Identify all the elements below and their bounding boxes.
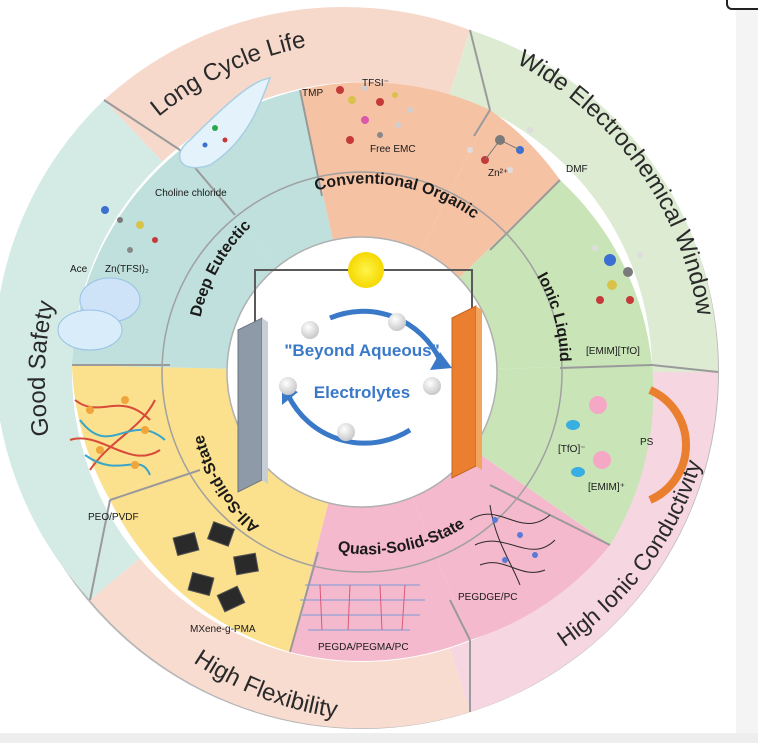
- light-bulb-icon: [348, 252, 384, 288]
- zn-ion: [423, 377, 441, 395]
- anode-plate-side: [262, 318, 268, 484]
- cathode-plate-side: [476, 306, 482, 470]
- label-zn2: Zn²⁺: [488, 168, 508, 179]
- label-ps: PS: [640, 437, 654, 448]
- pvdf-network: [79, 419, 166, 476]
- cell-diagram: "Beyond Aqueous" Electrolytes: [237, 252, 482, 493]
- center-title-line2: Electrolytes: [314, 383, 410, 402]
- pegda-crosslinks: [319, 584, 406, 631]
- molecule-ace-zn: [101, 206, 158, 253]
- category-ring-border: [161, 171, 563, 573]
- molecule-cluster-tmp: [336, 85, 413, 144]
- tfo-anion-icon: [571, 467, 585, 477]
- label-peo-pvdf: PEO/PVDF: [88, 512, 139, 523]
- divider-lines: [72, 29, 719, 712]
- label-tfsi: TFSI⁻: [362, 78, 389, 89]
- corner-tab: [726, 0, 758, 10]
- label-pegdge: PEGDGE/PC: [458, 592, 517, 603]
- illustrations: [57, 77, 691, 631]
- label-free-emc: Free EMC: [370, 144, 416, 155]
- label-tfo: [TfO]⁻: [558, 444, 586, 455]
- label-zn-tfsi2: Zn(TFSI)₂: [105, 264, 149, 275]
- small-labels: Choline chloride TMP TFSI⁻ Free EMC Zn²⁺…: [70, 78, 654, 653]
- label-dmf: DMF: [566, 164, 588, 175]
- molecule-atom: [202, 142, 208, 148]
- pegdge-network: [469, 504, 556, 586]
- label-choline-chloride: Choline chloride: [155, 188, 227, 199]
- cycle-arrow-bottom: [285, 393, 412, 446]
- label-emim-tfo: [EMIM][TfO]: [586, 346, 640, 357]
- tfo-anion-icon: [566, 420, 580, 430]
- arrow-head-top: [430, 352, 452, 370]
- emim-cation-icon: [589, 396, 607, 414]
- side-panel: [736, 0, 758, 743]
- sector-quasi-solid-b: [290, 372, 470, 661]
- anode-plate: [237, 317, 263, 493]
- label-pegda: PEGDA/PEGMA/PC: [318, 642, 409, 653]
- zn-ion: [279, 377, 297, 395]
- solvation-cluster: [57, 309, 123, 351]
- molecule-dmf: [467, 127, 533, 173]
- mxene-blocks: [172, 521, 259, 613]
- bottom-strip: [0, 733, 758, 743]
- cathode-plate: [451, 305, 477, 479]
- ps-polymer-arc: [648, 386, 691, 504]
- droplet-illustration: [178, 77, 272, 169]
- zn-ion: [301, 321, 319, 339]
- label-ace: Ace: [70, 264, 88, 275]
- zn-ion: [388, 313, 406, 331]
- molecule-atom: [222, 137, 228, 143]
- molecule-atom: [212, 125, 218, 131]
- pegdge-nodes: [492, 517, 538, 563]
- label-tmp: TMP: [302, 88, 323, 99]
- emim-cation-icon: [593, 451, 611, 469]
- peo-nodes: [86, 396, 149, 469]
- label-mxene: MXene-g-PMA: [190, 624, 256, 635]
- molecule-emim-tfo: [592, 245, 643, 304]
- center-circle: [226, 236, 498, 508]
- center-title-line1: "Beyond Aqueous": [284, 341, 439, 360]
- zn-ion: [337, 423, 355, 441]
- label-emim: [EMIM]⁺: [588, 482, 625, 493]
